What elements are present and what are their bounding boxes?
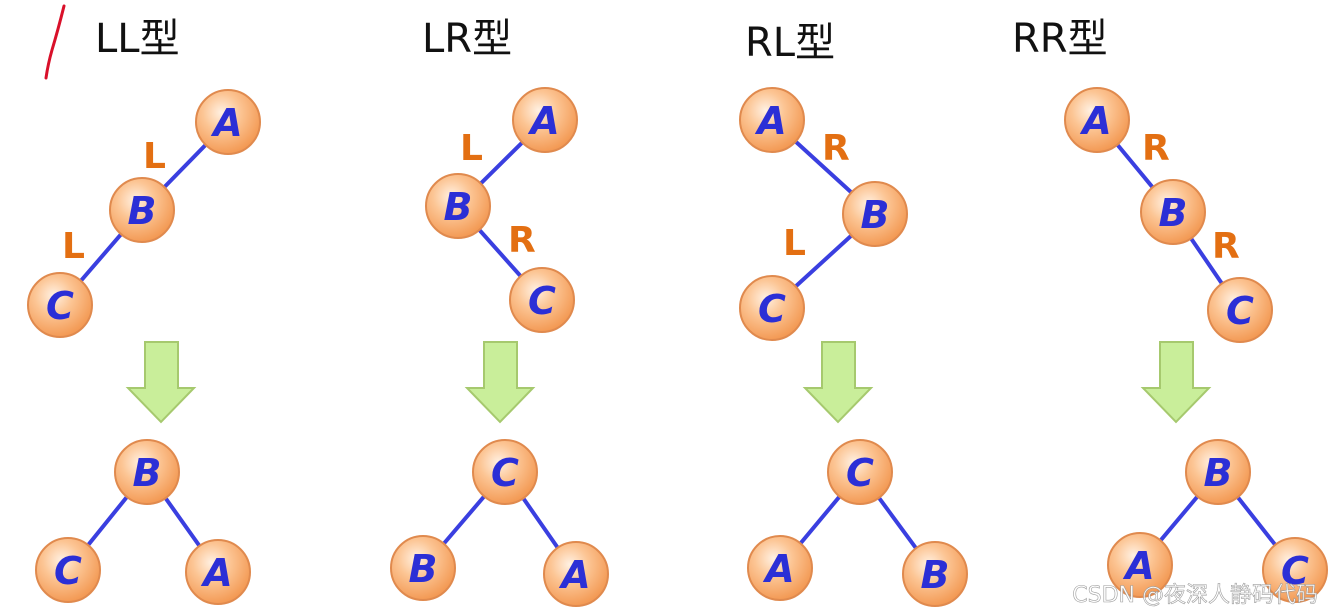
edge-label: R xyxy=(508,220,536,261)
tree-node: C xyxy=(1207,277,1273,343)
edge-label: R xyxy=(1212,226,1240,267)
tree-node: B xyxy=(114,439,180,505)
svg-text:C: C xyxy=(846,451,874,495)
edge-label: L xyxy=(460,128,483,169)
svg-text:B: B xyxy=(128,189,157,233)
tree-node: C xyxy=(472,439,538,505)
panel-ll-before: L L A B C xyxy=(27,89,261,338)
edge-label: L xyxy=(783,223,806,264)
svg-text:C: C xyxy=(758,287,786,331)
tree-node: C xyxy=(35,537,101,603)
svg-text:C: C xyxy=(54,549,82,593)
svg-text:B: B xyxy=(1159,191,1188,235)
panel-rr-after: B A C xyxy=(1107,439,1328,603)
edge-label: R xyxy=(1142,128,1170,169)
tree-node: A xyxy=(185,539,251,605)
down-arrow-icon xyxy=(125,341,197,424)
tree-node: A xyxy=(543,541,609,607)
edge-label: R xyxy=(822,128,850,169)
svg-text:B: B xyxy=(861,193,890,237)
tree-node: C xyxy=(827,439,893,505)
panel-rl-after: C A B xyxy=(747,439,968,607)
panel-title-ll: LL型 xyxy=(95,16,180,62)
tree-node: C xyxy=(509,267,575,333)
tree-node: B xyxy=(109,177,175,243)
down-arrow-icon xyxy=(802,341,874,424)
watermark: CSDN @夜深人静码代码 xyxy=(1072,583,1318,608)
tree-node: A xyxy=(1064,87,1130,153)
svg-text:C: C xyxy=(528,279,556,323)
svg-text:C: C xyxy=(1281,549,1309,593)
tree-node: A xyxy=(195,89,261,155)
panel-ll-after: B C A xyxy=(35,439,251,605)
tree-node: A xyxy=(512,87,578,153)
svg-text:A: A xyxy=(210,101,242,145)
panel-rl-before: R L A B C xyxy=(739,87,908,341)
svg-text:B: B xyxy=(444,185,473,229)
pen-mark-icon xyxy=(44,4,66,80)
tree-node: B xyxy=(1140,179,1206,245)
svg-text:C: C xyxy=(1226,289,1254,333)
tree-node: C xyxy=(1262,537,1328,603)
edge-label: L xyxy=(143,136,166,177)
tree-node: A xyxy=(739,87,805,153)
tree-node: C xyxy=(739,275,805,341)
tree-node: B xyxy=(842,181,908,247)
panel-title-rl: RL型 xyxy=(745,20,835,66)
svg-text:B: B xyxy=(921,553,950,597)
tree-node: B xyxy=(902,541,968,607)
panel-lr-before: L R A B C xyxy=(425,87,578,333)
tree-node: A xyxy=(747,535,813,601)
tree-node: A xyxy=(1107,532,1173,598)
panel-title-rr: RR型 xyxy=(1012,16,1108,62)
svg-text:C: C xyxy=(491,451,519,495)
down-arrow-icon xyxy=(1140,341,1212,424)
tree-node: B xyxy=(425,173,491,239)
panel-lr-after: C B A xyxy=(390,439,609,607)
svg-text:A: A xyxy=(200,551,232,595)
svg-text:A: A xyxy=(558,553,590,597)
svg-text:B: B xyxy=(409,547,438,591)
svg-text:A: A xyxy=(1079,99,1111,143)
svg-text:A: A xyxy=(527,99,559,143)
tree-node: C xyxy=(27,272,93,338)
svg-text:A: A xyxy=(1122,544,1154,588)
svg-text:A: A xyxy=(754,99,786,143)
svg-text:B: B xyxy=(1204,451,1233,495)
down-arrow-icon xyxy=(464,341,536,424)
svg-text:A: A xyxy=(762,547,794,591)
svg-text:B: B xyxy=(133,451,162,495)
panel-title-lr: LR型 xyxy=(422,16,512,62)
svg-text:C: C xyxy=(46,284,74,328)
tree-node: B xyxy=(1185,439,1251,505)
edge-label: L xyxy=(62,226,85,267)
tree-node: B xyxy=(390,535,456,601)
panel-rr-before: R R A B C xyxy=(1064,87,1273,343)
